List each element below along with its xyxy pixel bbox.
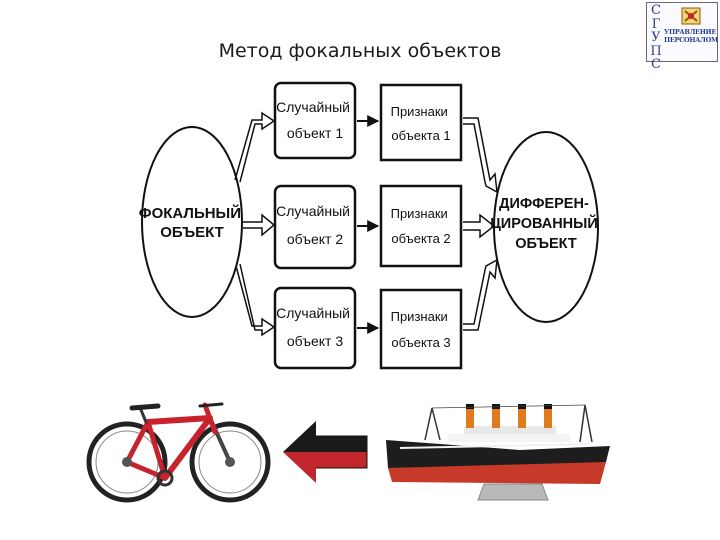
random-1-line1: Случайный [276, 99, 350, 115]
arrow-features-to-result-3 [463, 258, 498, 331]
left-arrow-icon [283, 421, 368, 483]
features-1-box [379, 83, 463, 162]
random-2-line2: объект 2 [287, 231, 343, 247]
random-object-1-box [273, 81, 357, 160]
svg-text:ДИФФЕРЕН- ЦИРОВАННЫЙ О: ДИФФЕРЕН- ЦИРОВАННЫЙ ОБЪЕКТ [490, 196, 602, 252]
features-2-line2: объекта 2 [391, 231, 450, 246]
sgups-logo: С Г У П С УПРАВЛЕНИЕ ПЕРСОНАЛОМ [646, 2, 718, 71]
random-2-line1: Случайный [276, 203, 350, 219]
svg-text:Признаки объекта 1: Признаки объекта 1 [391, 104, 452, 143]
random-3-line2: объект 3 [287, 333, 343, 349]
result-label-line3: ОБЪЕКТ [515, 236, 577, 252]
svg-text:ФОКАЛЬНЫЙ ОБЪЕКТ: ФОКАЛЬНЫЙ ОБЪЕКТ [139, 204, 245, 241]
focal-label-line2: ОБЪЕКТ [160, 224, 224, 241]
svg-text:Признаки объекта 3: Признаки объекта 3 [391, 309, 452, 350]
random-3-line1: Случайный [276, 305, 350, 321]
ship-model-image [386, 404, 610, 501]
features-2-box [379, 184, 463, 268]
focal-object-node [141, 126, 243, 318]
random-object-2-box [273, 184, 357, 270]
focal-label-line1: ФОКАЛЬНЫЙ [139, 204, 241, 222]
logo-text: УПРАВЛЕНИЕ ПЕРСОНАЛОМ [664, 28, 718, 44]
features-to-result-arrows [463, 117, 498, 331]
features-2-line1: Признаки [391, 206, 448, 221]
arrow-focal-to-random-2 [243, 213, 276, 237]
arrow-focal-to-random-1 [234, 111, 276, 183]
svg-text:Признаки объекта 2: Признаки объекта 2 [391, 206, 452, 246]
features-1-line1: Признаки [391, 104, 448, 119]
arrow-features-to-result-2 [463, 213, 496, 239]
svg-text:Случайный объект 2: Случайный объект 2 [276, 203, 354, 247]
result-label-line1: ДИФФЕРЕН- [499, 196, 589, 212]
features-1-line2: объекта 1 [391, 128, 450, 143]
random-to-features-arrows [357, 115, 380, 334]
logo-letters: С Г У П С [650, 3, 662, 72]
logo-emblem-icon [681, 7, 701, 25]
svg-text:Случайный объект 3: Случайный объект 3 [276, 305, 354, 349]
differentiated-object-node [493, 131, 599, 323]
features-3-box [379, 288, 463, 370]
result-label-line2: ЦИРОВАННЫЙ [490, 214, 598, 232]
arrow-features-to-result-1 [463, 117, 498, 194]
random-1-line2: объект 1 [287, 125, 343, 141]
svg-text:Случайный объект 1: Случайный объект 1 [276, 99, 354, 141]
page-title: Метод фокальных объектов [218, 40, 502, 62]
bicycle-image [86, 402, 271, 503]
arrow-focal-to-random-3 [235, 263, 276, 337]
features-3-line2: объекта 3 [391, 335, 450, 350]
features-3-line1: Признаки [391, 309, 448, 324]
focal-to-random-arrows [234, 111, 276, 337]
random-object-3-box [273, 286, 357, 370]
